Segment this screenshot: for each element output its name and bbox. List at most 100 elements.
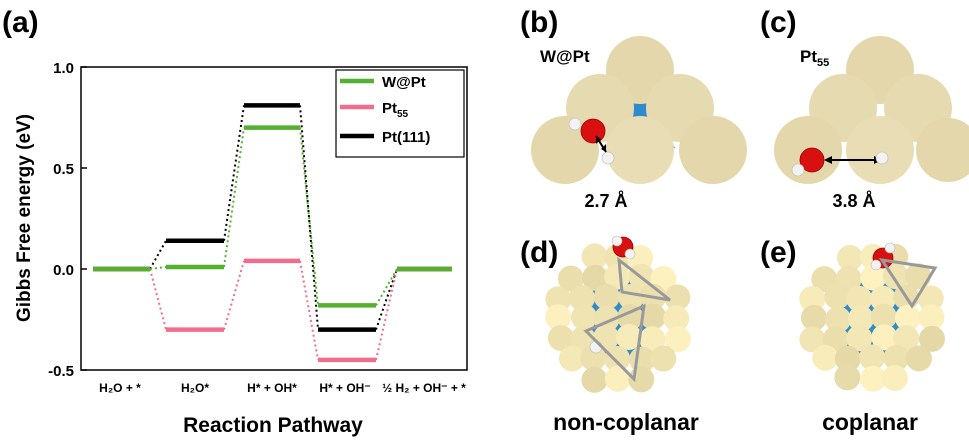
pt-atom [799,326,826,353]
pt-atom [893,325,920,352]
panel-label-e: (e) [760,236,797,269]
pt-atom [917,285,944,312]
pt-atom [650,345,677,372]
hydrogen-atom [611,235,623,247]
panel-label-c: (c) [760,6,797,39]
hydrogen-atom [875,151,889,165]
x-tick-label: ½ H₂ + OH⁻ + * [382,381,466,395]
pt-atom [571,304,598,331]
pt-atom [834,345,861,372]
oxygen-atom [799,147,825,173]
caption-e: coplanar [822,409,918,435]
energy-diagram-chart: 1.00.50.0-0.5 H₂O + *H₂O*H* + OH*H* + OH… [14,60,468,437]
y-tick-label: 0.5 [53,161,74,178]
legend-label: Pt55 [382,100,409,120]
distance-label-b: 2.7 Å [584,191,627,211]
y-tick-label: 1.0 [53,60,74,77]
pt-atom [664,284,691,311]
pt-atom [918,325,945,352]
energy-levels [93,103,452,363]
connector-line [149,240,167,270]
connector-line [223,260,245,330]
pt-atom [918,304,945,331]
connector-line [223,127,245,268]
pt-atom [639,303,666,330]
structure-d: non-coplanar [545,235,699,435]
x-tick-label: H* + OH⁻ [319,381,370,395]
legend-label: Pt(111) [382,129,430,146]
arrow-head-icon [824,156,832,164]
pt-atom [847,305,874,332]
panel-label-d: (d) [520,236,558,269]
pt-atom [916,118,969,182]
surface-plane-outline [878,258,938,309]
surface-plane-outline [617,256,671,302]
connector-line [375,268,398,361]
connector-lines [149,105,398,361]
pt-atom [545,286,572,313]
pt-atom [593,283,620,310]
legend-box [335,69,465,158]
pt-atom [639,326,666,353]
pt-atom [870,303,897,330]
pt-atom [615,324,642,351]
pt-atom [663,305,690,332]
pt-atom [846,116,914,184]
pt-atom [568,285,595,312]
panel-label-b: (b) [520,6,558,39]
connector-line [375,268,398,330]
y-tick-label: 0.0 [53,262,74,279]
plot-frame [80,66,468,371]
pt-atom [800,304,827,331]
hydrogen-atom [870,259,882,271]
connector-line [149,265,167,270]
pt-atom [604,365,631,392]
pt-atom [894,304,921,331]
structure-b: W@Pt 2.7 Å [531,36,747,211]
pt-atom [664,326,691,353]
caption-d: non-coplanar [553,409,699,435]
connector-line [375,268,398,306]
pt-atom [860,264,887,291]
pt-atom [812,344,839,371]
pt-atom [604,345,631,372]
hydrogen-atom [568,117,582,131]
y-axis-label: Gibbs Free energy (eV) [14,114,35,322]
pt-atom [547,324,574,351]
oxygen-atom [580,118,606,144]
connector-line [223,105,245,241]
pt-atom [581,243,608,270]
pt-atom [606,116,674,184]
pt-atom [846,285,873,312]
pt-atom [557,265,584,292]
pt-atom [881,365,908,392]
structure-c-label: Pt55 [800,47,829,69]
pt-atom [618,284,645,311]
hydrogen-atom [624,248,636,260]
structure-c: Pt55 3.8 Å [774,36,969,211]
pt-atom [871,324,898,351]
hydrogen-atom [791,163,805,177]
distance-label-c: 3.8 Å [832,191,875,211]
pt-atom [824,283,851,310]
pt-atom [581,366,608,393]
pt-atom [860,365,887,392]
x-tick-label: H₂O* [181,381,209,395]
legend-label: W@Pt [382,74,426,91]
arrow-head-icon [601,144,606,152]
y-tick-label: -0.5 [48,363,74,380]
pt-atom [545,304,572,331]
x-tick-label: H₂O + * [99,381,141,395]
pt-atom [883,344,910,371]
x-axis-tick-labels: H₂O + *H₂O*H* + OH*H* + OH⁻½ H₂ + OH⁻ + … [99,381,466,395]
pt-atom [846,325,873,352]
connector-line [149,268,167,330]
pt-atom [859,344,886,371]
x-axis-label: Reaction Pathway [183,414,363,437]
pt-atom [799,285,826,312]
pt-atom [582,264,609,291]
pt-atom [834,364,861,391]
pt-atom [679,116,747,184]
